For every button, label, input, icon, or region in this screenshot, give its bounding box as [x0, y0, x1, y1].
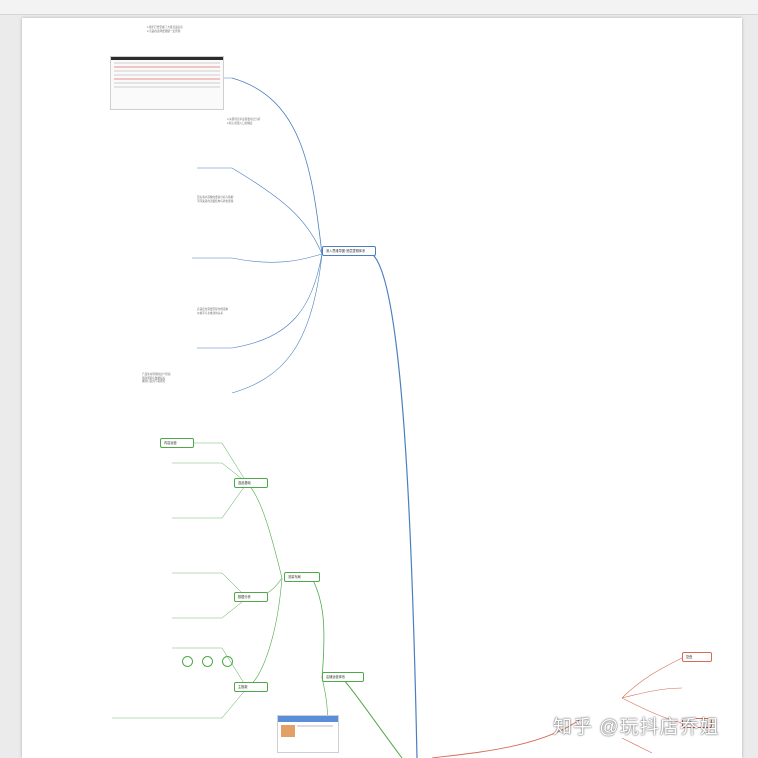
note-line: 测款周期与数据指标 — [142, 376, 166, 380]
green-node-3[interactable]: 主推款 — [234, 682, 268, 692]
viewer-toolbar — [0, 0, 758, 15]
note-line: 2.竞品的选择要遵循一定原则 — [147, 29, 181, 33]
note-block-lower: 店铺定位需要匹配市场需求 价格带与主推款的关系 — [197, 308, 292, 315]
note-line: 1.我们已经掌握了大量竞品信息 — [147, 26, 183, 29]
circle-icons-row — [182, 656, 242, 668]
circle-icon — [182, 656, 193, 667]
note-line: 3.关键词竞争度需要对比分析 — [227, 118, 261, 121]
note-line: 价格带与主推款的关系 — [197, 311, 223, 315]
central-node-green[interactable]: 店铺运营体系 — [322, 672, 364, 682]
note-block-upper: 3.关键词竞争度需要对比分析 4.核心流量入口的确定 — [227, 118, 317, 125]
green-node-4[interactable]: 流量布局 — [284, 572, 320, 582]
red-node-2[interactable]: 优化 — [682, 718, 712, 728]
mindmap-connectors — [112, 77, 683, 758]
green-node-2[interactable]: 数据分析 — [234, 592, 268, 602]
screenshot-thumbnail — [110, 56, 224, 110]
circle-icon — [222, 656, 233, 667]
green-node-1[interactable]: 选品基础 — [234, 478, 268, 488]
note-line: 爆款打造的节奏把控 — [142, 380, 166, 384]
red-node-1[interactable]: 复盘 — [682, 652, 712, 662]
central-node-blue[interactable]: 深入思维导图·底层逻辑体系 — [322, 246, 376, 256]
note-block-middle: 目标客户画像的要素分析与拆解 不同渠道的流量结构与转化逻辑 — [197, 196, 292, 203]
note-line: 不同渠道的流量结构与转化逻辑 — [197, 199, 234, 203]
note-line: 目标客户画像的要素分析与拆解 — [197, 196, 234, 199]
circle-icon — [202, 656, 213, 667]
note-line: 4.核心流量入口的确定 — [227, 121, 253, 125]
document-page: 1.我们已经掌握了大量竞品信息 2.竞品的选择要遵循一定原则 3.关键词竞争度需… — [22, 18, 742, 758]
green-node-5[interactable]: 内容运营 — [160, 438, 194, 448]
note-line: 店铺定位需要匹配市场需求 — [197, 308, 229, 311]
zhihu-watermark: 知乎 @玩抖店乔姐 — [553, 717, 720, 738]
note-block-left: 产品生命周期的四个阶段 测款周期与数据指标 爆款打造的节奏把控 — [142, 373, 232, 384]
note-line: 产品生命周期的四个阶段 — [142, 373, 171, 376]
embedded-image-card — [277, 715, 339, 753]
note-block-top: 1.我们已经掌握了大量竞品信息 2.竞品的选择要遵循一定原则 — [147, 26, 227, 33]
